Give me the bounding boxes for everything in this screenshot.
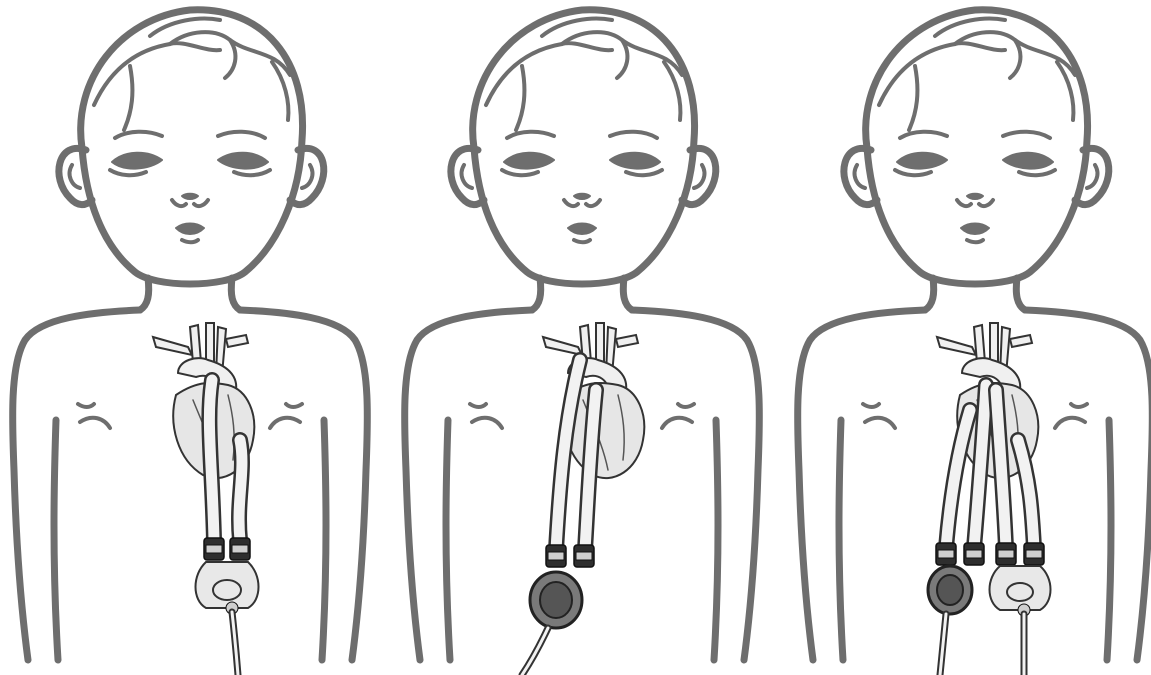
continuous-flow-pump-3 bbox=[928, 566, 972, 614]
connector-pair-2 bbox=[546, 545, 594, 567]
connector-set-3 bbox=[936, 543, 1044, 565]
panel-3-biventricular-assist bbox=[798, 10, 1151, 675]
panel-1-pulsatile-lvad bbox=[13, 10, 368, 675]
continuous-flow-pump-2 bbox=[530, 572, 582, 628]
driveline-2 bbox=[522, 628, 548, 675]
drivelines-3 bbox=[940, 614, 1024, 675]
pulsatile-pump-3 bbox=[990, 566, 1051, 616]
pulsatile-pump-1 bbox=[196, 562, 259, 614]
connector-pair-1 bbox=[204, 538, 250, 560]
driveline-1 bbox=[232, 612, 238, 675]
panel-2-continuous-flow-lvad bbox=[405, 10, 760, 675]
